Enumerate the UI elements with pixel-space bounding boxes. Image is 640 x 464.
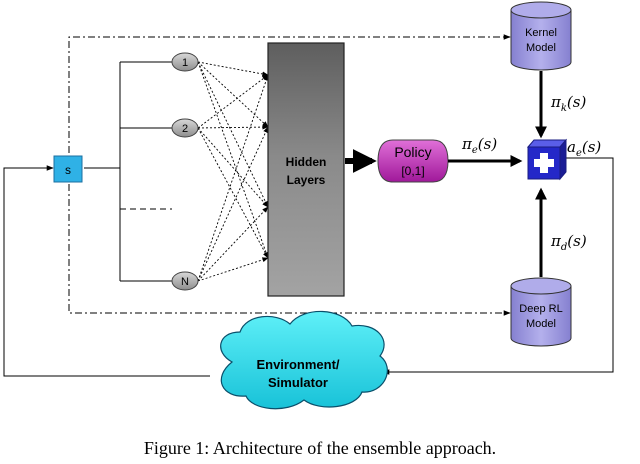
hidden-layers-block: Hidden Layers (267, 42, 345, 297)
state-to-deeprl-connector (68, 184, 511, 316)
policy-label: Policy (394, 144, 431, 160)
environment-label-line2: Simulator (268, 375, 328, 390)
input-node-n-label: N (181, 276, 189, 288)
deep-rl-model-cylinder: Deep RL Model (510, 277, 572, 347)
action-to-environment-connector (382, 157, 614, 375)
hidden-layers-label-line2: Layers (287, 173, 326, 187)
node-connections (197, 61, 269, 282)
input-node-1: 1 (171, 52, 199, 72)
pi-k-label: πk(s) (550, 93, 586, 114)
architecture-diagram: s 1 2 N Hidden Layers Policy [0,1] πe(s) (3, 1, 614, 410)
deep-rl-model-label-line2: Model (526, 318, 556, 330)
combiner-block (526, 138, 568, 181)
hidden-layers-label-line1: Hidden (286, 155, 327, 169)
kernel-model-label-line2: Model (526, 42, 556, 54)
input-node-1-label: 1 (182, 57, 188, 69)
state-label: s (65, 163, 71, 177)
policy-range: [0,1] (401, 164, 424, 178)
kernel-model-cylinder: Kernel Model (510, 1, 572, 71)
input-node-2: 2 (171, 118, 199, 138)
deep-rl-model-label-line1: Deep RL (519, 303, 562, 315)
environment-to-state-connector (3, 165, 210, 377)
figure-caption: Figure 1: Architecture of the ensemble a… (143, 438, 497, 458)
feedback-loop (3, 157, 614, 377)
input-node-n: N (171, 271, 199, 291)
environment-cloud: Environment/ Simulator (220, 310, 388, 410)
environment-label-line1: Environment/ (256, 357, 339, 372)
pi-e-label: πe(s) (461, 135, 497, 156)
policy-block: Policy [0,1] (377, 139, 449, 183)
state-to-kernel-connector (68, 34, 511, 153)
kernel-model-label-line1: Kernel (525, 27, 557, 39)
bypass-connectors (68, 34, 511, 316)
state-box: s (53, 155, 83, 183)
plus-icon (534, 153, 554, 173)
a-e-label: ae(s) (567, 138, 601, 159)
input-tree (84, 61, 172, 282)
input-node-2-label: 2 (182, 123, 188, 135)
pi-d-label: πd(s) (550, 232, 587, 253)
